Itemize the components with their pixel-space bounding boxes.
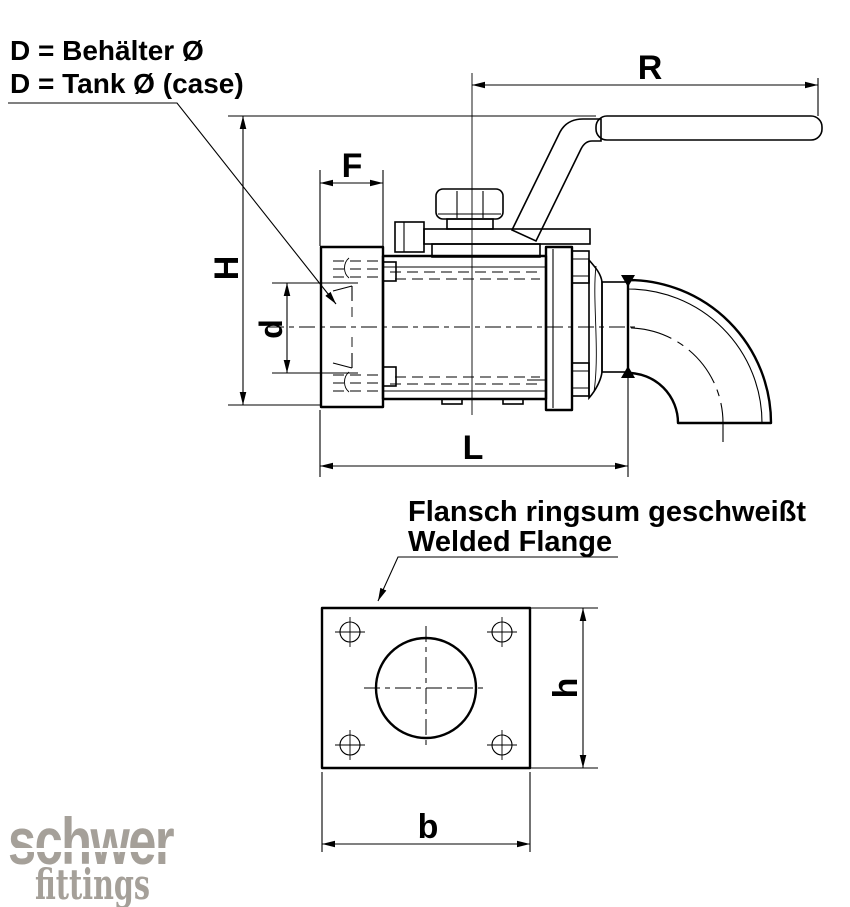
logo-strikethrough	[5, 848, 177, 852]
bore-chamfer-bottom	[332, 362, 353, 369]
dim-d: d	[253, 282, 358, 374]
handle-stop-tab	[394, 221, 425, 253]
tank-note-leader-line	[8, 102, 337, 305]
bolt-bottom	[571, 362, 590, 397]
dim-L: L	[319, 376, 629, 477]
tank-note-line2: D = Tank Ø (case)	[10, 68, 244, 99]
dim-R: R	[472, 49, 819, 116]
bolt-hole-top-right	[487, 617, 517, 647]
bolt-top	[571, 250, 590, 284]
dim-F: F	[319, 147, 384, 246]
handle-arm	[510, 118, 602, 243]
dim-d-label: d	[253, 319, 289, 339]
body-foot-left	[441, 398, 463, 405]
dim-h-label: h	[547, 678, 585, 699]
valve-body	[381, 254, 548, 405]
handle-base-strip	[423, 228, 591, 245]
elbow-pipe	[626, 278, 773, 425]
elbow-centerline	[630, 327, 724, 442]
brand-logo: schwer fittings	[5, 804, 177, 907]
bolt-hole-top-left	[335, 617, 365, 647]
handle-assembly	[394, 115, 823, 258]
tank-note: D = Behälter Ø D = Tank Ø (case)	[8, 35, 337, 305]
flange-note-line2: Welded Flange	[408, 526, 612, 558]
dim-b: b	[321, 772, 531, 852]
logo-brand-text: schwer	[8, 804, 174, 878]
flange-plate	[320, 606, 532, 770]
elbow-outlet	[626, 278, 773, 442]
ball-valve	[268, 73, 823, 442]
logo-tagline-text: fittings	[35, 860, 150, 907]
dim-h: h	[530, 607, 598, 769]
stud-end-bottom	[382, 366, 397, 387]
dim-L-label: L	[463, 429, 484, 467]
end-flange-ring	[544, 245, 574, 412]
bolt-hole-bottom-right	[487, 730, 517, 760]
dim-R-label: R	[638, 49, 663, 87]
thread-cup-bottom	[344, 371, 350, 393]
flange-note-leader-line	[377, 556, 618, 602]
handle-grip	[595, 115, 823, 141]
stem-neck	[446, 218, 494, 230]
thread-cup-top	[344, 257, 350, 279]
stem-plate	[431, 243, 541, 258]
flange-note-line1: Flansch ringsum geschweißt	[408, 496, 806, 528]
flange-note: Flansch ringsum geschweißt Welded Flange	[377, 496, 806, 602]
reducer-curve	[593, 265, 597, 393]
dim-H-label: H	[208, 256, 246, 281]
dim-H: H	[208, 115, 596, 406]
elbow-outer-wall-band	[627, 279, 772, 424]
dim-F-label: F	[342, 147, 363, 185]
weld-mark-top	[621, 275, 635, 287]
weld-mark-bottom	[621, 366, 635, 378]
dim-b-label: b	[418, 808, 439, 846]
body-foot-right	[502, 398, 524, 405]
bolt-holes	[335, 617, 517, 760]
bolt-hole-bottom-left	[335, 730, 365, 760]
tank-note-line1: D = Behälter Ø	[10, 35, 204, 66]
welded-flange-plate: h b	[320, 606, 598, 852]
bore-chamfer-top	[332, 285, 353, 292]
stem-hex-nut	[435, 188, 504, 220]
